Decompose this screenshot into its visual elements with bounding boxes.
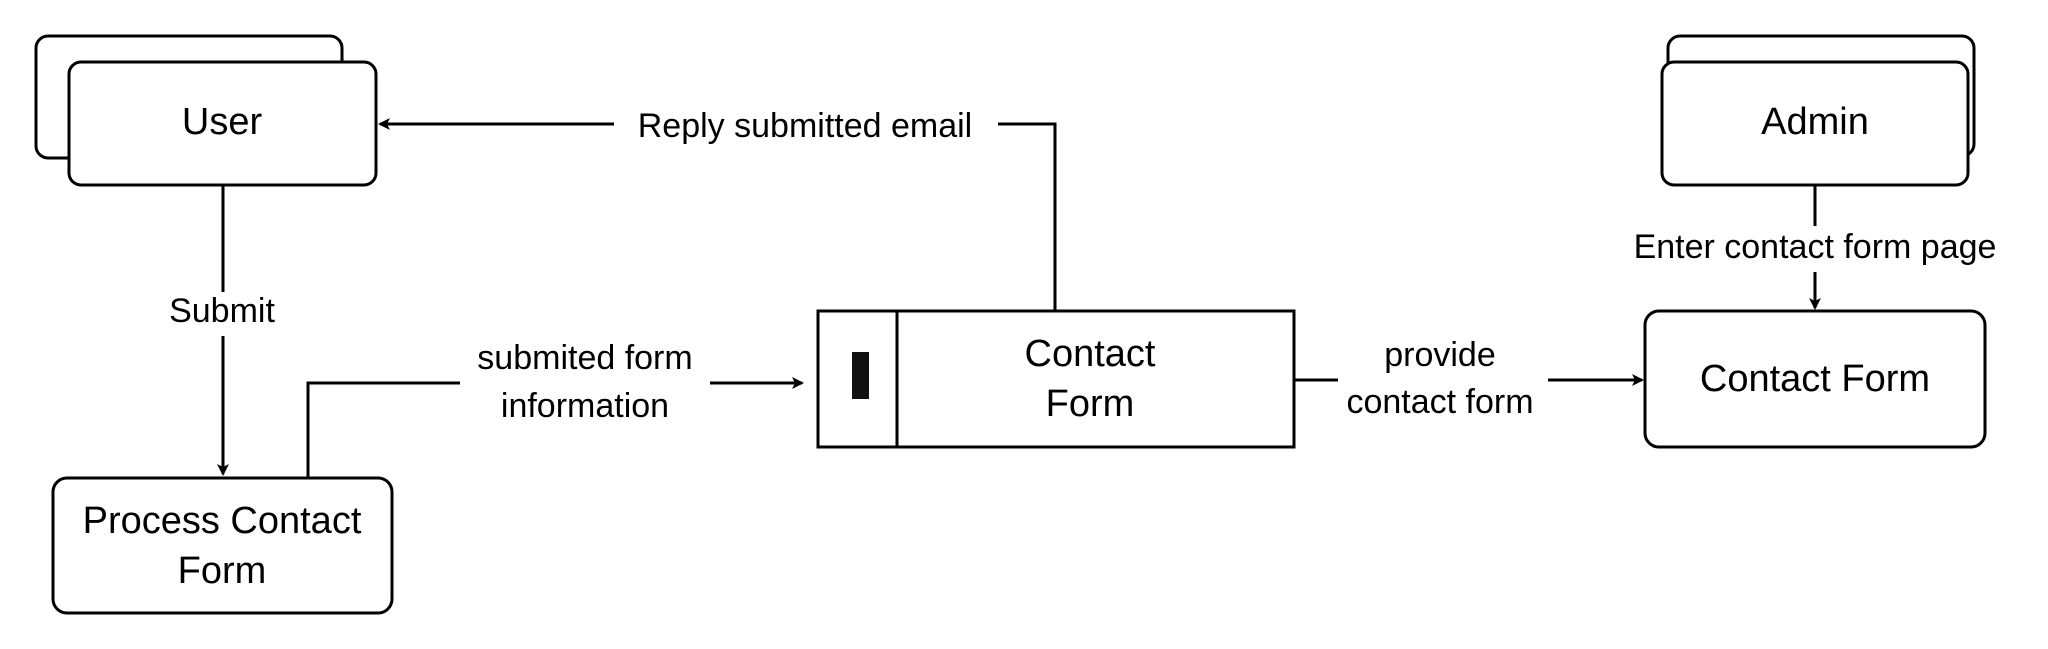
edge-label-submitted-info-line1: submited form: [477, 339, 692, 377]
edge-label-provide-line2: contact form: [1346, 383, 1533, 421]
data-store-box: [816, 309, 1296, 449]
admin-box: [1660, 60, 1970, 187]
edge-label-bg: [160, 292, 286, 336]
edge-label-bg: [1612, 226, 2018, 272]
data-store-id-marker: [852, 352, 869, 399]
contact-form-label: Contact Form: [1700, 358, 1930, 400]
node-contact-form-data-store: Contact Form: [816, 309, 1296, 449]
edge-line-submitted-info: [306, 383, 802, 478]
edge-reply-submitted-email: Reply submitted email: [378, 104, 1057, 312]
edge-label-reply: Reply submitted email: [638, 107, 972, 145]
edge-submit: Submit: [160, 186, 286, 476]
node-admin: Admin: [1660, 34, 1976, 187]
node-process-contact-form: Process Contact Form: [51, 476, 394, 615]
edge-submitted-form-information: submited form information: [306, 339, 802, 478]
node-contact-form: Contact Form: [1643, 309, 1987, 449]
edge-label-submit: Submit: [169, 292, 275, 330]
user-label: User: [182, 101, 263, 143]
process-label-line1: Process Contact: [83, 500, 362, 542]
data-store-label-line1: Contact: [1025, 333, 1156, 375]
edge-label-enter: Enter contact form page: [1634, 228, 1997, 266]
edge-line-reply: [378, 118, 1057, 312]
process-label-line2: Form: [178, 550, 267, 592]
edge-label-bg: [614, 104, 998, 146]
data-store-label-line2: Form: [1046, 383, 1135, 425]
node-user: User: [34, 34, 378, 187]
contact-form-box: [1643, 309, 1987, 449]
edge-provide-contact-form: provide contact form: [1295, 336, 1642, 421]
edge-enter-contact-form-page: Enter contact form page: [1612, 186, 2018, 310]
edge-label-provide-line1: provide: [1384, 336, 1496, 374]
user-box: [67, 60, 378, 187]
process-box: [51, 476, 394, 615]
edge-label-submitted-info-line2: information: [501, 387, 669, 425]
admin-label: Admin: [1761, 101, 1869, 143]
